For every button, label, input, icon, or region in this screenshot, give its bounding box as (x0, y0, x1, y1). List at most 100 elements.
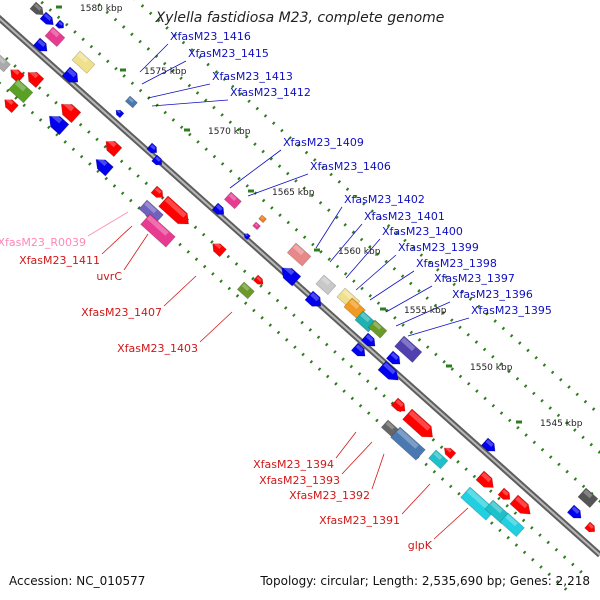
gene-shape (258, 214, 267, 224)
gene-highlight (116, 109, 121, 114)
gene-shape (60, 103, 82, 124)
gene-feature (258, 214, 267, 224)
gene-highlight (77, 52, 89, 63)
gene-highlight (481, 472, 492, 483)
gene-feature (158, 195, 189, 225)
gene-feature (61, 66, 79, 83)
gene-highlight (408, 410, 431, 431)
gene-shape (44, 26, 66, 48)
gene-shape (304, 290, 322, 307)
gene-highlight (466, 488, 489, 509)
gene-shape (286, 242, 312, 267)
gene-highlight (11, 67, 20, 75)
gene-feature (71, 50, 96, 74)
gene-feature (390, 397, 406, 412)
gene-feature (428, 449, 449, 470)
gene-feature (236, 281, 255, 300)
forward-label-leader (147, 83, 211, 99)
gene-shape (367, 319, 388, 339)
gene-shape (394, 335, 423, 363)
gene-feature (115, 109, 125, 119)
gene-highlight (588, 523, 594, 529)
gene-shape (350, 342, 366, 357)
gene-highlight (150, 144, 156, 150)
kbp-tick-label: 1570 kbp (208, 127, 251, 137)
gene-feature (48, 112, 70, 136)
gene-shape (158, 195, 189, 225)
gene-feature (44, 26, 66, 48)
gene-feature (252, 274, 264, 285)
gene-feature (140, 213, 176, 248)
gene-shape (140, 213, 176, 248)
gene-shape (480, 437, 496, 452)
gene-feature (105, 138, 123, 158)
gene-highlight (58, 21, 63, 26)
gene-shape (95, 159, 114, 177)
gene-shape (252, 274, 264, 285)
gene-highlight (14, 80, 27, 92)
map-title: Xylella fastidiosa M23, complete genome (155, 10, 445, 26)
gene-shape (281, 267, 302, 287)
forward-gene-label: XfasM23_1402 (344, 193, 425, 206)
gene-shape (105, 140, 123, 158)
gene-shape (402, 408, 433, 438)
gene-feature (0, 54, 11, 73)
gene-feature (377, 360, 399, 381)
reverse-gene-label: glpK (408, 539, 433, 552)
kbp-tick-label: 1575 kbp (144, 67, 187, 77)
gene-highlight (400, 337, 416, 352)
forward-gene-label: XfasM23_1412 (230, 86, 311, 99)
gene-shape (223, 191, 242, 210)
reverse-label-leader (371, 453, 385, 490)
gene-highlight (43, 13, 52, 21)
gene-feature (211, 202, 225, 215)
gene-highlight (390, 352, 399, 360)
gene-feature (4, 97, 19, 114)
gene-highlight (349, 299, 360, 310)
gene-feature (252, 221, 261, 231)
gene-shape (8, 78, 34, 104)
gene-feature (390, 426, 426, 461)
gene-feature (484, 499, 510, 525)
forward-gene-label: XfasM23_1409 (283, 136, 364, 149)
gene-shape (360, 332, 376, 347)
gene-highlight (485, 439, 494, 447)
gene-features (0, 1, 599, 538)
reverse-gene-label: XfasM23_1407 (81, 306, 162, 319)
reverse-gene-label: XfasM23_1394 (253, 458, 334, 471)
gene-highlight (62, 100, 75, 112)
gene-shape (146, 142, 158, 154)
gene-shape (39, 11, 54, 26)
gene-feature (499, 512, 525, 538)
gene-shape (390, 397, 406, 412)
gene-feature (150, 185, 164, 198)
forward-label-leader (329, 223, 363, 263)
gene-feature (244, 233, 251, 241)
label-leaders (87, 43, 470, 540)
gene-highlight (37, 39, 46, 47)
gene-feature (223, 191, 242, 210)
gene-shape (29, 1, 44, 16)
forward-label-leader (141, 60, 187, 85)
gene-highlight (372, 321, 382, 330)
gene-shape (212, 243, 227, 258)
forward-label-leader (315, 206, 343, 249)
forward-label-leader (139, 43, 169, 73)
kbp-tick-label: 1545 kbp (540, 419, 583, 429)
gene-shape (460, 486, 496, 521)
reverse-label-leader (401, 483, 431, 515)
forward-gene-label: XfasM23_1400 (382, 225, 463, 238)
gene-highlight (310, 292, 320, 302)
forward-gene-label: XfasM23_1416 (170, 30, 251, 43)
gene-highlight (50, 28, 60, 38)
gene-feature (27, 69, 45, 89)
gene-shape (27, 71, 45, 89)
gene-shape (244, 233, 251, 241)
gene-highlight (33, 3, 42, 11)
reverse-gene-label: uvrC (96, 270, 122, 283)
gene-feature (509, 494, 531, 515)
gene-highlight (360, 312, 371, 323)
gene-highlight (395, 399, 404, 407)
